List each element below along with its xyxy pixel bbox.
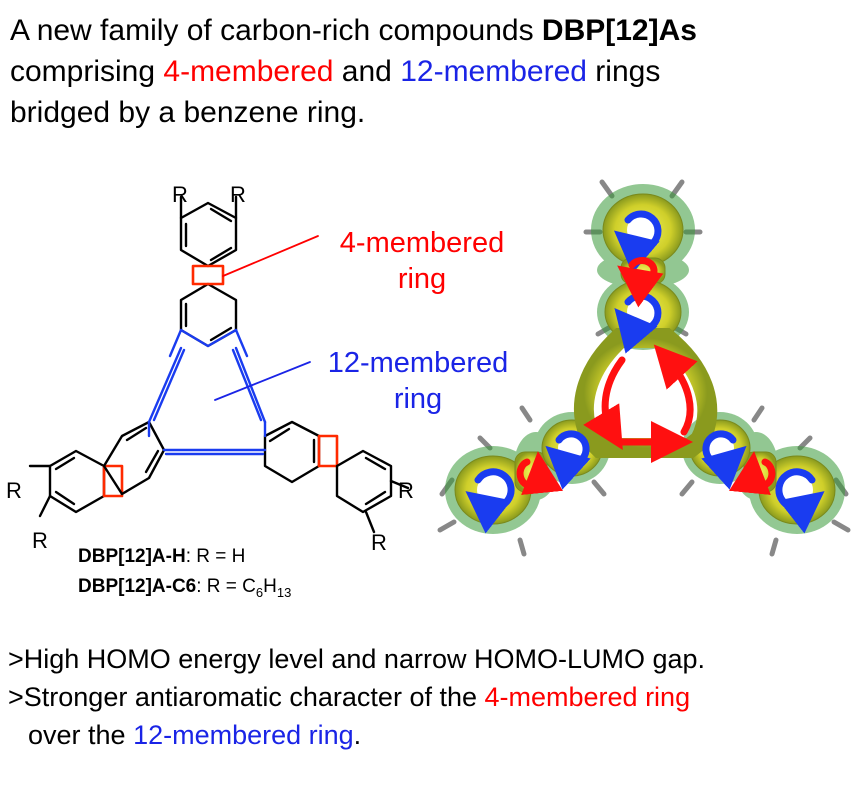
left-inner-benzene [102, 420, 166, 496]
finding-2-continued: over the 12-membered ring. [8, 716, 864, 754]
finding-text: over the [28, 720, 134, 750]
top-four-membered-ring [191, 264, 225, 286]
substituent-label: R [6, 478, 22, 503]
compound-1-caption: DBP[12]A-H: R = H [78, 546, 245, 567]
four-ring-leader-line [222, 235, 319, 277]
left-outer-benzene [28, 449, 106, 518]
right-outer-benzene [335, 449, 410, 534]
headline: A new family of carbon-rich compounds DB… [10, 10, 860, 133]
substituent-label: R [230, 182, 246, 207]
finding-four-membered: 4-membered ring [484, 682, 691, 712]
finding-text: . [353, 720, 362, 750]
headline-line-3: bridged by a benzene ring. [10, 96, 366, 129]
compound-2-formula: H [263, 576, 277, 597]
left-four-membered-ring [102, 464, 124, 498]
molecular-scheme: R R R R R R DBP[12]A-H: R = H DBP[12]A-C… [6, 179, 851, 600]
twelve-membered-ring [147, 328, 267, 456]
compound-family-name: DBP[12]As [541, 14, 697, 47]
headline-four-membered: 4-membered [163, 55, 334, 88]
top-inner-benzene [179, 282, 238, 348]
finding-twelve-membered: 12-membered ring [133, 720, 354, 750]
substituent-label: R [371, 530, 387, 555]
right-four-membered-ring [317, 434, 339, 468]
compound-2-caption: DBP[12]A-C6: R = C6H13 [78, 576, 291, 600]
four-ring-label-line-1: 4-membered [340, 227, 504, 259]
compound-2-subscript: 6 [256, 585, 263, 600]
compound-2-formula: : R = C [196, 576, 256, 597]
twelve-ring-leader-line [214, 361, 311, 401]
compound-2-name: DBP[12]A-C6 [78, 576, 196, 597]
headline-text: A new family of carbon-rich compounds [10, 14, 542, 47]
substituent-label: R [32, 528, 48, 553]
finding-text: >Stronger antiaromatic character of the [8, 682, 485, 712]
top-outer-benzene [179, 195, 238, 268]
substituent-label: R [172, 182, 188, 207]
twelve-ring-label-line-1: 12-membered [328, 347, 509, 379]
four-ring-label-line-2: ring [398, 263, 446, 295]
headline-text: and [333, 55, 401, 88]
headline-text: rings [586, 55, 661, 88]
paratropic-current-arrows [516, 257, 776, 495]
headline-line-1: A new family of carbon-rich compounds DB… [10, 10, 860, 51]
compound-1-formula: : R = H [186, 546, 246, 567]
right-inner-benzene [263, 420, 321, 484]
headline-twelve-membered: 12-membered [400, 55, 587, 88]
substituent-label: R [398, 478, 414, 503]
compound-2-subscript: 13 [277, 585, 291, 600]
key-findings: >High HOMO energy level and narrow HOMO-… [8, 640, 864, 754]
headline-text: comprising [10, 55, 164, 88]
chemical-structure [28, 195, 410, 534]
current-density-plot [437, 179, 851, 557]
twelve-ring-label-line-2: ring [394, 383, 442, 415]
finding-2: >Stronger antiaromatic character of the … [8, 678, 864, 716]
headline-line-2: comprising 4-membered and 12-membered ri… [10, 51, 860, 92]
compound-1-name: DBP[12]A-H [78, 546, 186, 567]
finding-1: >High HOMO energy level and narrow HOMO-… [8, 644, 706, 674]
